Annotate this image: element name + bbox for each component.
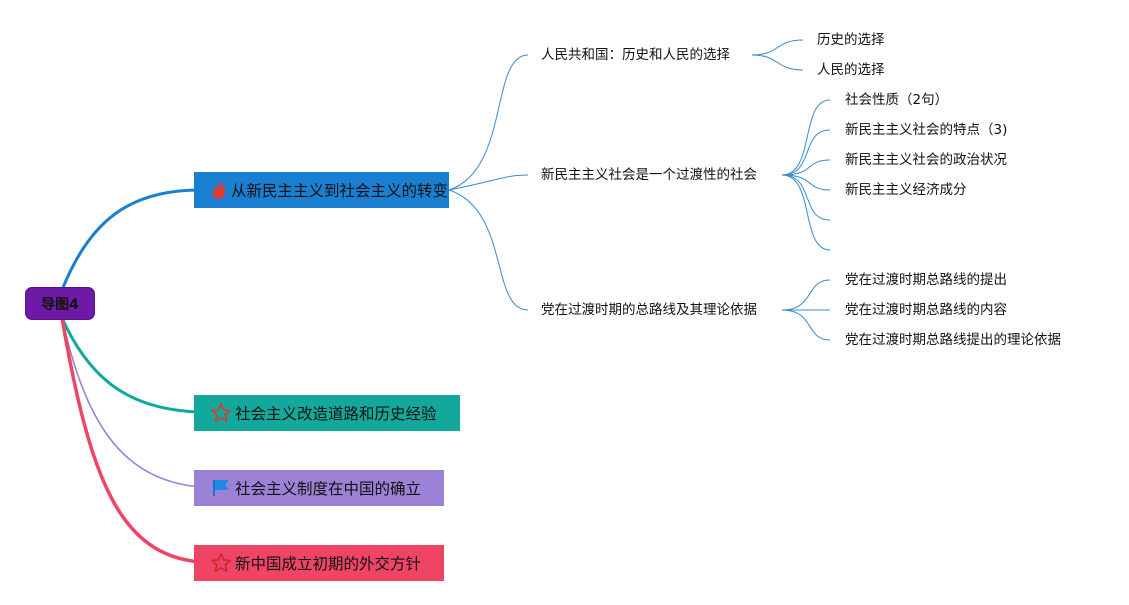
leaf-node[interactable]: 党在过渡时期总路线的提出 [845, 272, 1007, 288]
leaf-node[interactable]: 新民主主义社会的政治状况 [845, 152, 1007, 168]
topic-label: 从新民主主义到社会主义的转变 [231, 182, 449, 200]
topic-label: 社会主义改造道路和历史经验 [235, 405, 437, 423]
star-icon [210, 402, 232, 424]
topic-node-transformation[interactable]: 社会主义改造道路和历史经验 [194, 395, 460, 431]
subtopic-node[interactable]: 新民主主义社会是一个过渡性的社会 [541, 167, 757, 183]
leaf-node[interactable]: 党在过渡时期总路线提出的理论依据 [845, 332, 1061, 348]
root-label: 导图4 [41, 296, 79, 313]
leaf-node[interactable]: 社会性质（2句） [845, 92, 949, 108]
topic-label: 社会主义制度在中国的确立 [235, 480, 422, 498]
star-icon [210, 552, 232, 574]
topic-label: 新中国成立初期的外交方针 [235, 555, 422, 573]
subtopic-node[interactable]: 人民共和国：历史和人民的选择 [541, 47, 730, 63]
fire-icon [210, 179, 228, 201]
root-node[interactable]: 导图4 [25, 287, 95, 320]
leaf-node[interactable]: 人民的选择 [817, 62, 885, 78]
flag-icon [210, 477, 232, 499]
topic-node-diplomacy[interactable]: 新中国成立初期的外交方针 [194, 545, 444, 581]
topic-node-transition[interactable]: 从新民主主义到社会主义的转变 [194, 172, 449, 208]
leaf-node[interactable]: 新民主主义经济成分 [845, 182, 967, 198]
subtopic-node[interactable]: 党在过渡时期的总路线及其理论依据 [541, 302, 757, 318]
leaf-node[interactable]: 新民主主义社会的特点（3) [845, 122, 1008, 138]
leaf-node[interactable]: 党在过渡时期总路线的内容 [845, 302, 1007, 318]
topic-node-system[interactable]: 社会主义制度在中国的确立 [194, 470, 444, 506]
leaf-node[interactable]: 历史的选择 [817, 32, 885, 48]
